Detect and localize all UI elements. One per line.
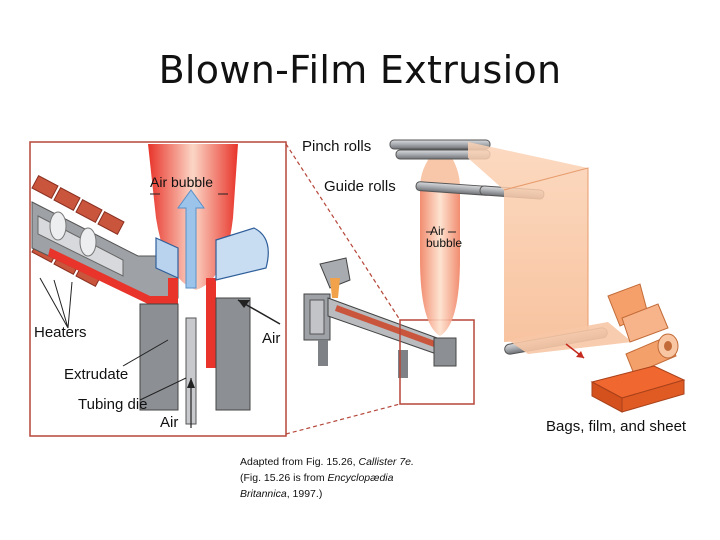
die-left xyxy=(139,303,179,411)
flat-film xyxy=(468,142,588,342)
label-air-bubble-inset: Air bubble xyxy=(150,174,214,190)
pinch-roll-1 xyxy=(389,139,491,150)
slide-title: Blown-Film Extrusion xyxy=(158,48,562,92)
label-air-bottom: Air xyxy=(160,414,179,431)
air-ring-right xyxy=(215,227,269,281)
diagram-graphic xyxy=(29,139,686,437)
extrudate-flow xyxy=(48,248,174,304)
label-air-bubble-main-2: bubble xyxy=(426,236,463,250)
air-ring-left xyxy=(155,237,179,279)
label-extrudate: Extrudate xyxy=(64,366,129,383)
air-up-arrow-icon xyxy=(177,189,205,289)
caption-line-2: (Fig. 15.26 is from Encyclopædia xyxy=(240,472,394,484)
inset-detail xyxy=(29,141,287,437)
film-bubble xyxy=(420,188,460,336)
main-machine xyxy=(303,139,686,413)
zoom-line-top xyxy=(285,143,401,321)
caption-line-3: Britannica, 1997.) xyxy=(240,488,323,500)
label-tubing-die: Tubing die xyxy=(78,396,148,413)
label-heaters: Heaters xyxy=(34,324,87,341)
label-air-right: Air xyxy=(262,330,281,347)
blown-film-diagram: Air bubble Heaters Extrudate Tubing die … xyxy=(28,128,700,440)
label-air-bubble-main-1: Air xyxy=(430,224,445,238)
figure-caption: Adapted from Fig. 15.26, Callister 7e. (… xyxy=(240,454,500,502)
die-right xyxy=(215,297,251,411)
label-pinch-rolls: Pinch rolls xyxy=(302,138,372,155)
label-guide-rolls: Guide rolls xyxy=(324,178,396,195)
caption-line-1: Adapted from Fig. 15.26, Callister 7e. xyxy=(240,456,414,468)
zoom-line-bottom xyxy=(285,403,401,435)
label-bags-film-sheet: Bags, film, and sheet xyxy=(546,418,687,435)
